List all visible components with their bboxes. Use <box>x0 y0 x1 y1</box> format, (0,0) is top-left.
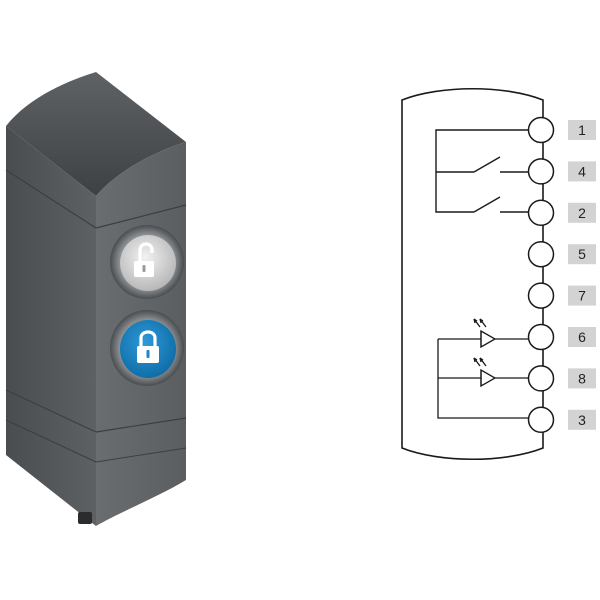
switch-contact-icon <box>435 129 529 213</box>
enclosure <box>5 72 187 526</box>
led-diode-icon <box>437 318 529 419</box>
pin-label: 3 <box>578 412 586 428</box>
lock-button[interactable] <box>110 310 184 386</box>
enclosure-seam <box>5 169 97 229</box>
pin-label: 6 <box>578 329 586 345</box>
terminal-pin: 1 <box>527 116 596 144</box>
pin-label-box <box>568 120 596 140</box>
terminal-circle <box>527 116 555 144</box>
cable-connector <box>78 512 92 524</box>
pin-label-box <box>568 327 596 347</box>
pin-label: 5 <box>578 246 586 262</box>
enclosure-seam <box>95 204 187 229</box>
terminal-pin: 3 <box>527 406 596 434</box>
terminal-circle <box>527 240 555 268</box>
diagram-outline <box>401 88 544 460</box>
enclosure-seam <box>5 419 97 463</box>
enclosure-seam <box>95 447 187 463</box>
terminal-circle <box>527 199 555 227</box>
terminal-pin: 8 <box>527 365 596 392</box>
product-illustration <box>5 72 187 526</box>
enclosure-seam <box>5 389 97 433</box>
unlock-button[interactable] <box>110 225 184 299</box>
terminal-pin: 4 <box>527 158 596 185</box>
pin-label: 8 <box>578 370 586 386</box>
wiring-diagram: 1 4 2 5 7 6 8 3 <box>401 88 596 460</box>
locked-padlock-icon <box>137 330 159 363</box>
pin-label-box <box>568 285 596 306</box>
unlocked-padlock-icon <box>134 242 154 277</box>
pin-label-box <box>568 202 596 223</box>
terminal-circle <box>527 323 555 351</box>
pin-label-box <box>568 409 596 430</box>
pin-label: 1 <box>578 122 586 138</box>
terminal-pins: 1 4 2 5 7 6 8 3 <box>527 116 596 434</box>
terminal-circle <box>527 282 555 309</box>
terminal-circle <box>527 365 555 392</box>
pin-label: 2 <box>578 205 586 221</box>
enclosure-side <box>6 126 96 526</box>
terminal-circle <box>527 406 555 434</box>
enclosure-top <box>6 72 186 196</box>
terminal-pin: 7 <box>527 282 596 309</box>
pin-label-box <box>568 368 596 389</box>
terminal-circle <box>527 158 555 185</box>
enclosure-seam <box>95 417 187 433</box>
terminal-pin: 5 <box>527 240 596 268</box>
pin-label: 7 <box>578 288 586 304</box>
pin-label: 4 <box>578 163 586 179</box>
pin-label-box <box>568 244 596 265</box>
pin-label-box <box>568 161 596 182</box>
terminal-pin: 6 <box>527 323 596 351</box>
terminal-pin: 2 <box>527 199 596 227</box>
